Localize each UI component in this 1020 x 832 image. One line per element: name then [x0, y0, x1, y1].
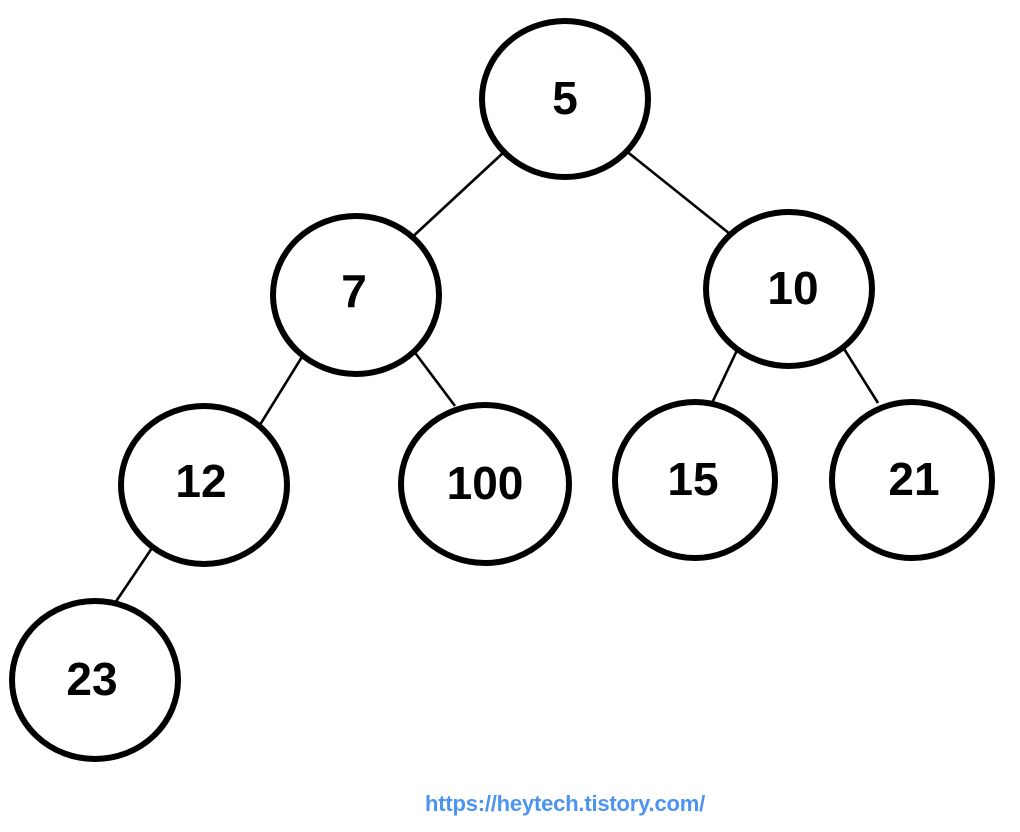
- node-circle-12: [118, 403, 290, 567]
- source-url-link[interactable]: https://heytech.tistory.com/: [425, 791, 705, 816]
- node-label-7: 7: [341, 265, 367, 317]
- node-circle-15: [612, 399, 778, 561]
- tree-edge-n5-to-n10: [624, 148, 736, 240]
- node-label-15: 15: [667, 453, 718, 505]
- node-circle-23: [9, 598, 181, 762]
- node-circle-10: [703, 209, 875, 369]
- node-label-23: 23: [66, 653, 117, 705]
- tree-node-23[interactable]: 23: [9, 598, 181, 762]
- tree-edge-n5-to-n7: [407, 151, 505, 242]
- tree-edge-n7-to-n12: [256, 351, 307, 429]
- tree-node-10[interactable]: 10: [703, 209, 875, 369]
- tree-node-12[interactable]: 12: [118, 403, 290, 567]
- tree-node-100[interactable]: 100: [398, 402, 572, 566]
- tree-edge-n12-to-n23: [113, 547, 154, 604]
- node-circle-100: [398, 402, 572, 566]
- node-label-10: 10: [767, 262, 818, 314]
- node-label-100: 100: [447, 457, 524, 509]
- tree-node-7[interactable]: 7: [270, 213, 442, 377]
- tree-node-21[interactable]: 21: [829, 399, 995, 561]
- node-label-21: 21: [888, 453, 939, 505]
- tree-node-5[interactable]: 5: [479, 18, 651, 180]
- nodes-group: 5 7 10 12 100 15 21 23: [9, 18, 995, 762]
- node-circle-5: [479, 18, 651, 180]
- node-circle-21: [829, 399, 995, 561]
- node-circle-7: [270, 213, 442, 377]
- edges-group: [113, 148, 880, 604]
- node-label-12: 12: [175, 455, 226, 507]
- tree-edge-n10-to-n15: [710, 343, 742, 404]
- tree-edge-n7-to-n100: [411, 349, 457, 407]
- tree-edge-n10-to-n21: [839, 343, 880, 404]
- node-label-5: 5: [552, 72, 578, 124]
- tree-node-15[interactable]: 15: [612, 399, 778, 561]
